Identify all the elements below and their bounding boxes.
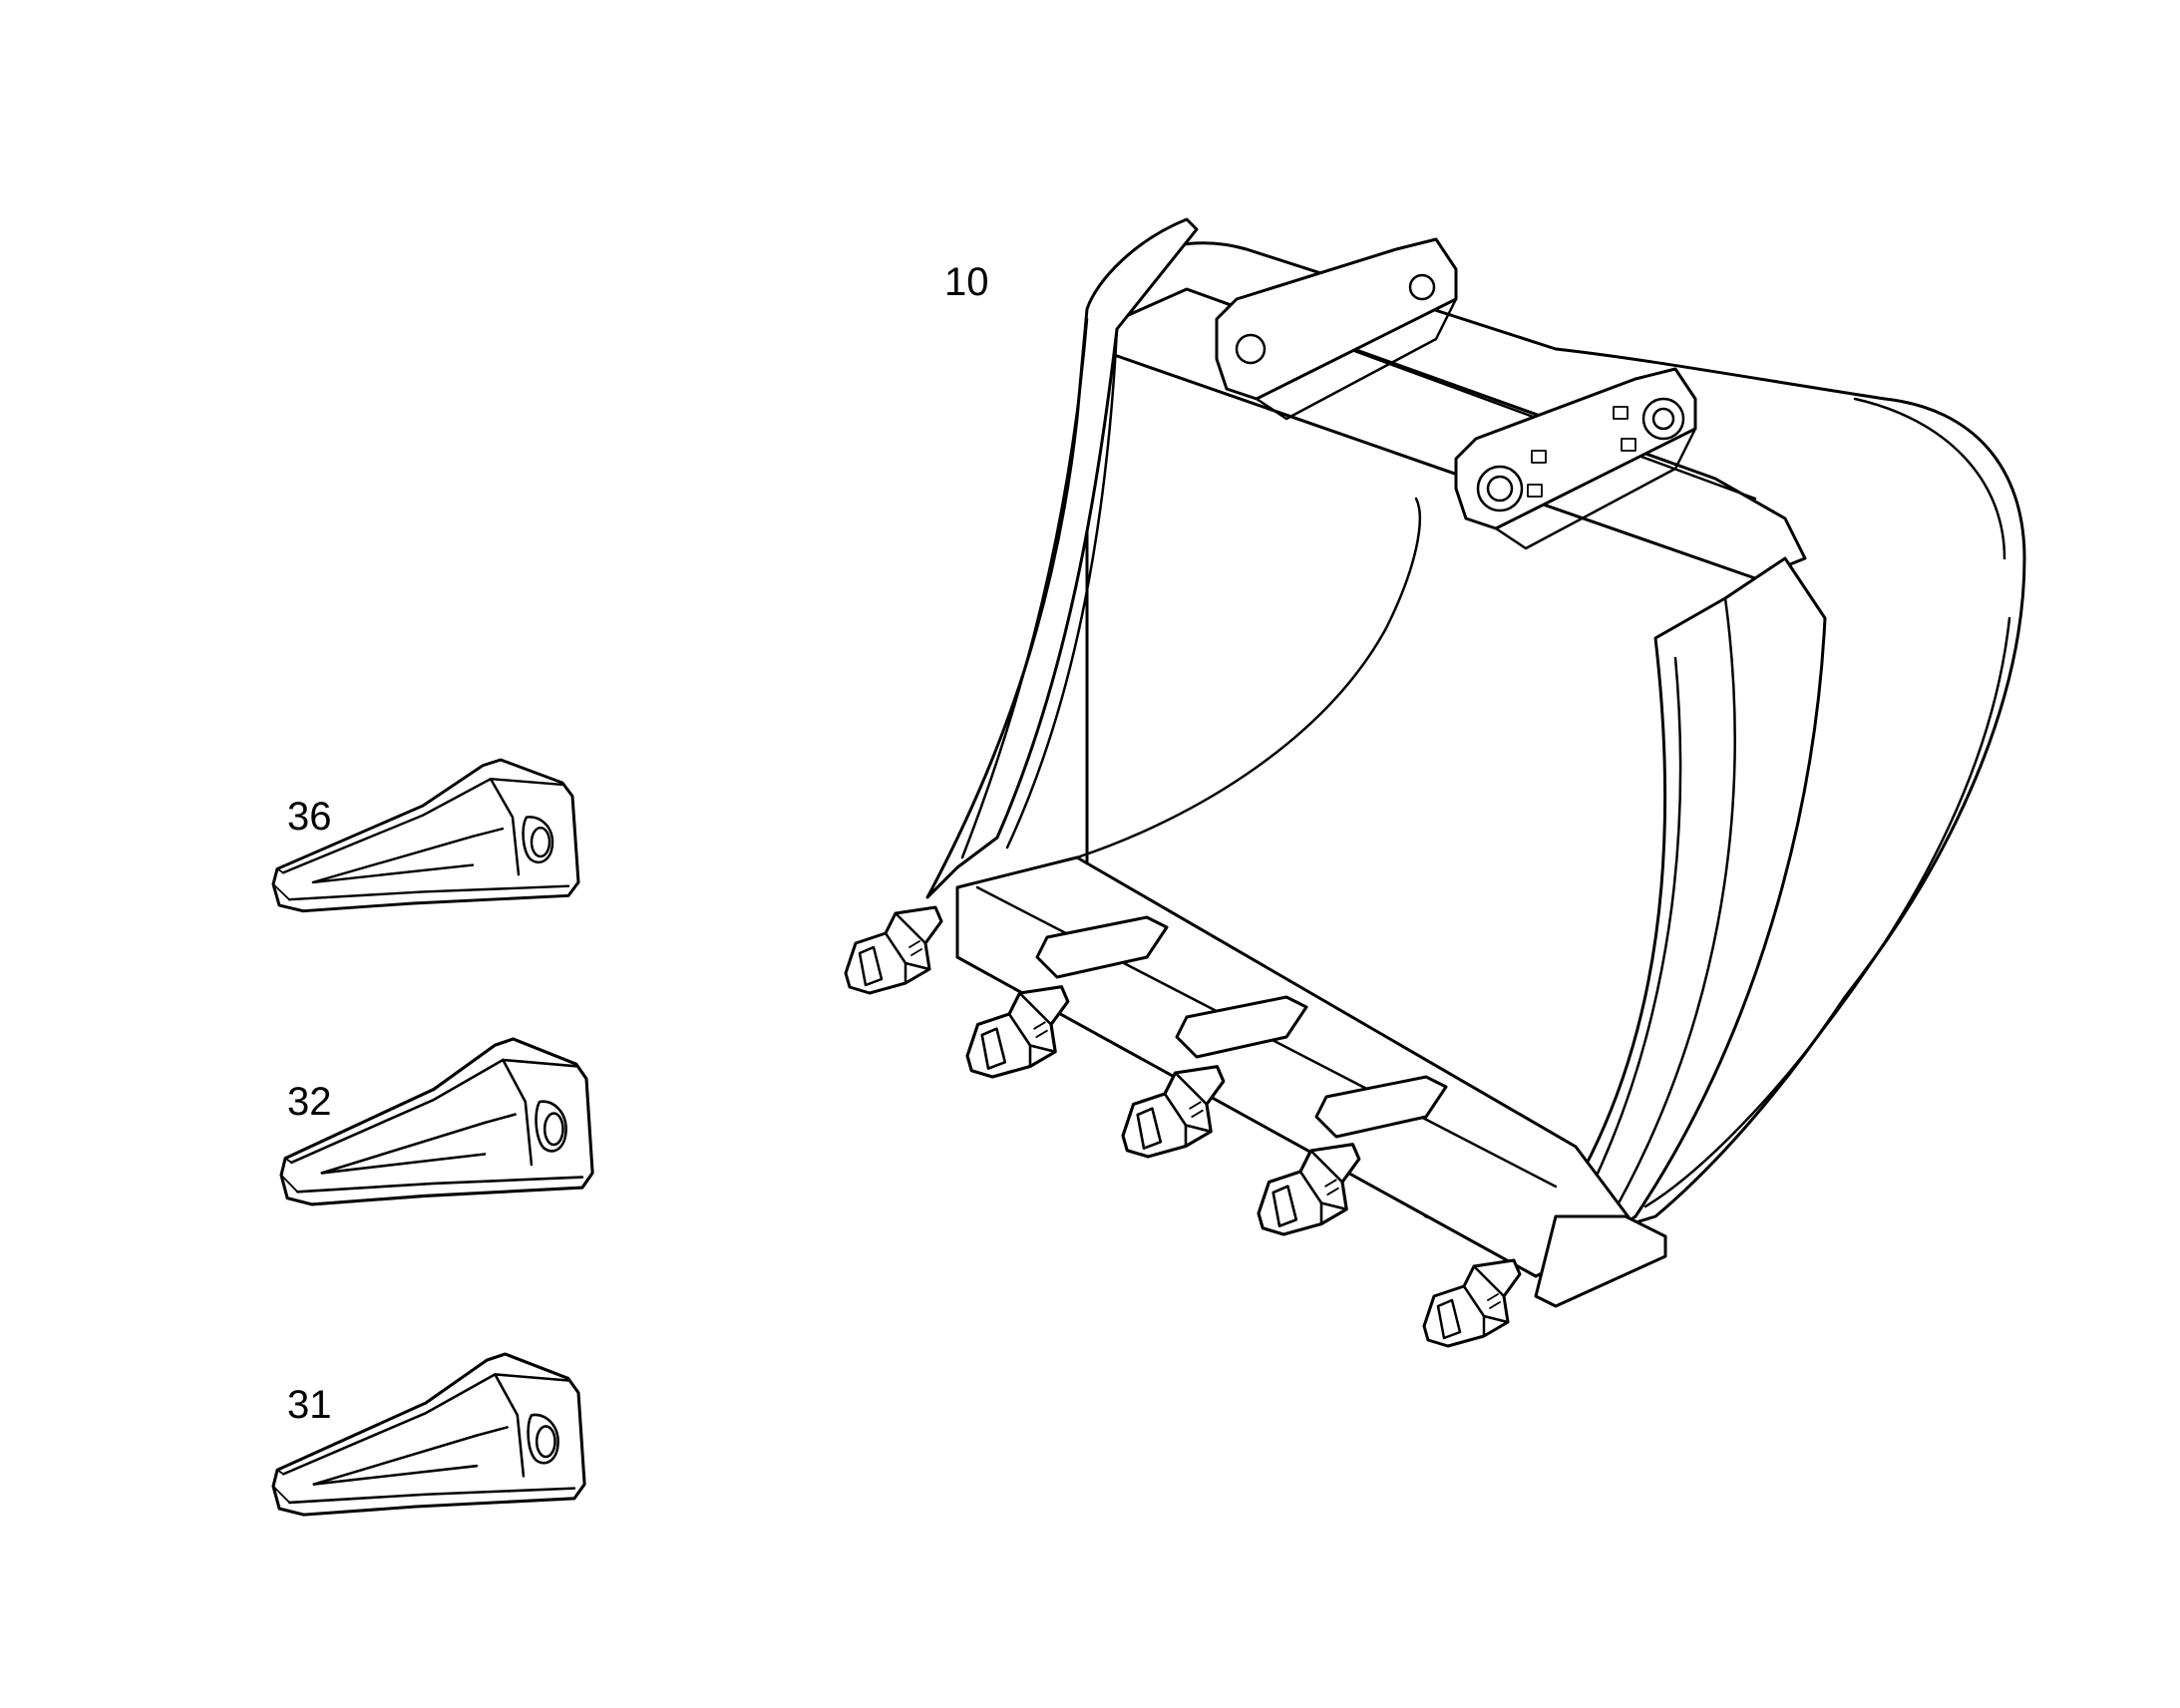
callout-tooth-36: 36 [287, 795, 332, 839]
bucket-tooth-icon [271, 1352, 586, 1517]
callout-bucket: 10 [944, 260, 989, 304]
callout-tooth-31: 31 [287, 1383, 332, 1427]
callout-tooth-32: 32 [287, 1080, 332, 1124]
excavator-bucket-icon [844, 217, 2026, 1348]
